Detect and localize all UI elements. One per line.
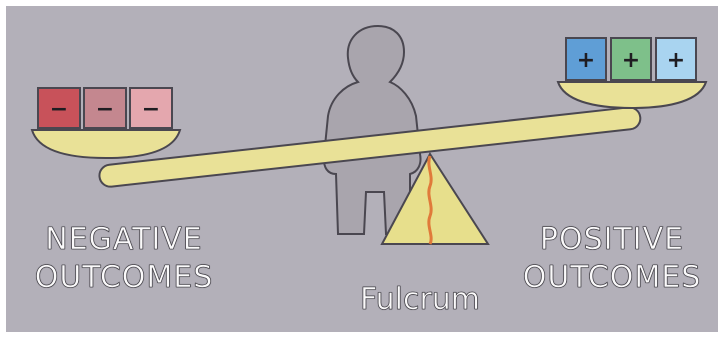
negative-label-line2: OUTCOMES [26,259,222,297]
negative-box-sign: − [142,97,160,122]
fulcrum-center-line [429,156,431,244]
fulcrum-label: Fulcrum [360,282,480,317]
positive-box-sign: + [577,48,595,73]
seesaw-diagram: − − − + + + [6,6,718,332]
negative-box: − [38,88,80,128]
negative-box-sign: − [50,97,68,122]
positive-boxes: + + + [566,38,696,80]
positive-box: + [566,38,606,80]
negative-boxes: − − − [38,88,172,128]
negative-pan [32,130,180,158]
negative-label-line1: NEGATIVE [26,221,222,259]
positive-box-sign: + [622,48,640,73]
positive-label-line1: POSITIVE [514,221,710,259]
positive-pan [558,82,706,108]
positive-label-line2: OUTCOMES [514,259,710,297]
negative-box: − [84,88,126,128]
negative-box-sign: − [96,97,114,122]
negative-box: − [130,88,172,128]
positive-box: + [656,38,696,80]
positive-box: + [611,38,651,80]
positive-outcomes-label: POSITIVE OUTCOMES [514,221,710,297]
negative-outcomes-label: NEGATIVE OUTCOMES [26,221,222,297]
positive-box-sign: + [667,48,685,73]
